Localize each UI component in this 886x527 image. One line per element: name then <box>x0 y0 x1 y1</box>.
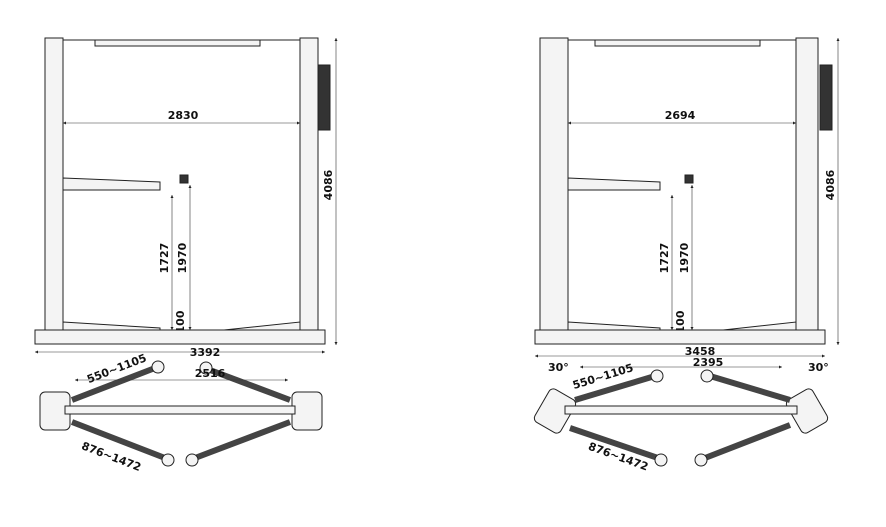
column-spacing-label: 2395 <box>693 356 724 369</box>
angle-left-label: 30° <box>548 361 569 374</box>
left-column <box>44 37 64 339</box>
left-front-view: 2830 4086 1727 1970 100 3392 <box>34 37 338 359</box>
overall-width-label: 3392 <box>190 346 221 359</box>
right-column <box>299 37 319 339</box>
lift-pad <box>179 174 189 184</box>
overall-width-label: 3458 <box>685 345 716 358</box>
overhead-bar <box>594 39 761 47</box>
inner-width-label: 2830 <box>168 109 199 122</box>
left-top-view: 2516 550~1105 876~1472 <box>39 351 323 474</box>
angle-right-label: 30° <box>808 361 829 374</box>
min-height-label: 100 <box>174 310 187 333</box>
right-top-view: 2395 30° 30° 550~1105 876~1472 <box>533 356 829 474</box>
overhead-bar <box>94 39 261 47</box>
min-height-label: 100 <box>674 310 687 333</box>
base-plate <box>34 329 326 345</box>
motor-unit <box>317 64 331 131</box>
inner-width-label: 2694 <box>665 109 696 122</box>
motor-unit <box>819 64 833 131</box>
height-label: 4086 <box>322 169 335 200</box>
lift-height-high-label: 1970 <box>678 242 691 273</box>
height-label: 4086 <box>824 169 837 200</box>
lift-height-high-label: 1970 <box>176 242 189 273</box>
lift-height-low-label: 1727 <box>658 243 671 274</box>
lift-height-low-label: 1727 <box>158 243 171 274</box>
left-column <box>539 37 569 339</box>
right-front-view: 2694 4086 1727 1970 100 3458 <box>534 37 840 358</box>
right-column <box>795 37 819 339</box>
lift-arm-raised <box>62 177 161 191</box>
column-spacing-label: 2516 <box>195 367 226 380</box>
floor-beam <box>64 405 296 415</box>
